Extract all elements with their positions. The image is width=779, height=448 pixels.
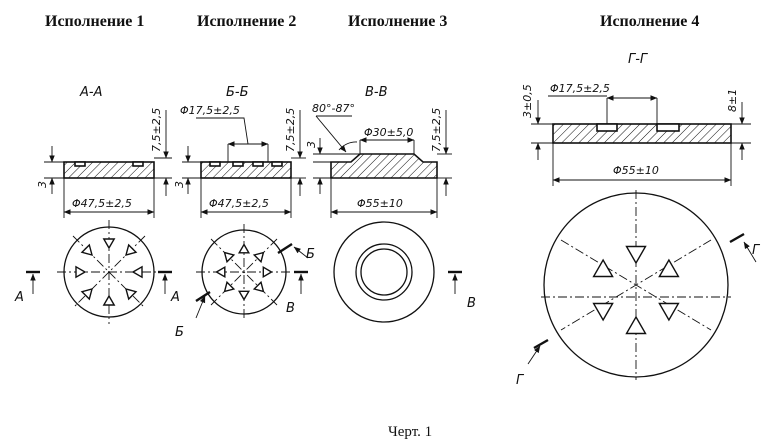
triangle-mark: [215, 265, 226, 279]
cut-letter-b-bottom: Б: [175, 325, 184, 340]
section-g-g: Г-Г 3±0,5 8±1 Φ17,5±2,5 Φ55±10: [521, 52, 751, 186]
plan-view-variant-1: А А: [14, 220, 180, 324]
triangle-mark: [80, 288, 93, 301]
section-body-g-g: [552, 123, 732, 144]
cutout-mid-right-b-b: [252, 161, 264, 167]
triangle-mark: [658, 302, 680, 322]
section-label-b-b: Б-Б: [226, 85, 249, 100]
heading-variant-3: Исполнение 3: [348, 13, 447, 30]
cut-letter-g-top: Г: [752, 243, 761, 258]
triangle-mark: [125, 288, 138, 301]
section-v-v: В-В 3 7,5±2,5 80°-87° Φ30±5,0 Φ55±10: [305, 85, 452, 218]
cut-letter-v-right: В: [467, 296, 476, 311]
section-body-v-v: [330, 153, 438, 179]
plan-view-variant-2: Б Б: [175, 224, 315, 340]
dim-height-a-a: 7,5±2,5: [150, 108, 163, 152]
section-b-b: Б-Б 3 7,5±2,5 Φ17,5±2,5 Φ47,5±2,5: [173, 85, 306, 218]
triangle-mark: [223, 280, 236, 293]
dim-inner-diameter-v-v: Φ30±5,0: [364, 126, 413, 139]
inner-ring-inner-3: [360, 248, 408, 296]
cut-letter-b-top: Б: [306, 247, 315, 262]
dim-height-v-v: 7,5±2,5: [430, 108, 443, 152]
cutout-left-a-a: [74, 161, 86, 167]
triangle-mark: [223, 251, 236, 264]
section-body-b-b: [200, 161, 292, 179]
heading-variant-4: Исполнение 4: [600, 13, 699, 30]
dim-diameter-a-a: Φ47,5±2,5: [72, 197, 132, 210]
cutout-mid-left-b-b: [232, 161, 244, 167]
heading-variant-1: Исполнение 1: [45, 13, 144, 30]
triangle-mark: [592, 258, 614, 278]
cutout-right-b-b: [271, 161, 283, 167]
triangle-mark: [625, 245, 647, 265]
dim-thickness-b-b: 3: [173, 181, 186, 188]
triangle-mark: [237, 243, 251, 254]
triangle-mark: [80, 243, 93, 256]
cut-letter-a-right: А: [170, 290, 180, 305]
section-body-a-a: [63, 161, 155, 179]
cutout-right-a-a: [132, 161, 144, 167]
dim-diameter-v-v: Φ55±10: [357, 197, 403, 210]
cutout-right-g-g: [656, 123, 680, 132]
section-label-a-a: А-А: [79, 85, 102, 100]
triangle-mark: [75, 265, 87, 279]
triangle-mark: [262, 265, 273, 279]
section-label-g-g: Г-Г: [628, 52, 649, 67]
triangle-marks-1: [75, 238, 143, 306]
cut-letter-v-left: В: [286, 301, 295, 316]
dim-height-g-g: 8±1: [726, 89, 739, 112]
inner-ring-outer-3: [355, 243, 413, 301]
cut-letter-g-bottom: Г: [516, 373, 525, 388]
section-a-a: А-А 3 7,5±2,5 Φ47,5±2,5: [36, 85, 172, 218]
triangle-mark: [131, 265, 143, 279]
dim-thickness-g-g: 3±0,5: [521, 84, 534, 118]
dim-diameter-b-b: Φ47,5±2,5: [209, 197, 269, 210]
triangle-mark: [252, 251, 265, 264]
plan-view-variant-3: В В: [286, 221, 476, 323]
dim-inner-diameter-b-b: Φ17,5±2,5: [180, 104, 240, 117]
dim-height-b-b: 7,5±2,5: [284, 108, 297, 152]
figure-caption: Черт. 1: [388, 424, 432, 440]
triangle-mark: [102, 238, 116, 250]
triangle-mark: [252, 280, 265, 293]
triangle-mark: [625, 315, 647, 335]
cutout-left-g-g: [596, 123, 618, 132]
dim-thickness-v-v: 3: [305, 141, 318, 148]
plan-view-variant-4: Г Г: [516, 190, 761, 388]
triangle-mark: [125, 243, 138, 256]
triangle-mark: [592, 302, 614, 322]
disc-outline-3: [333, 221, 435, 323]
section-label-v-v: В-В: [365, 85, 388, 100]
dim-thickness-a-a: 3: [36, 181, 49, 188]
triangle-mark: [658, 258, 680, 278]
cut-letter-a-left: А: [14, 290, 24, 305]
cutout-left-b-b: [209, 161, 221, 167]
triangle-marks-4: [592, 245, 680, 335]
dim-diameter-g-g: Φ55±10: [613, 164, 659, 177]
triangle-mark: [102, 294, 116, 306]
triangle-marks-2: [215, 243, 273, 301]
dim-angle-v-v: 80°-87°: [312, 102, 355, 115]
triangle-mark: [237, 290, 251, 301]
heading-variant-2: Исполнение 2: [197, 13, 296, 30]
dim-inner-diameter-g-g: Φ17,5±2,5: [550, 82, 610, 95]
